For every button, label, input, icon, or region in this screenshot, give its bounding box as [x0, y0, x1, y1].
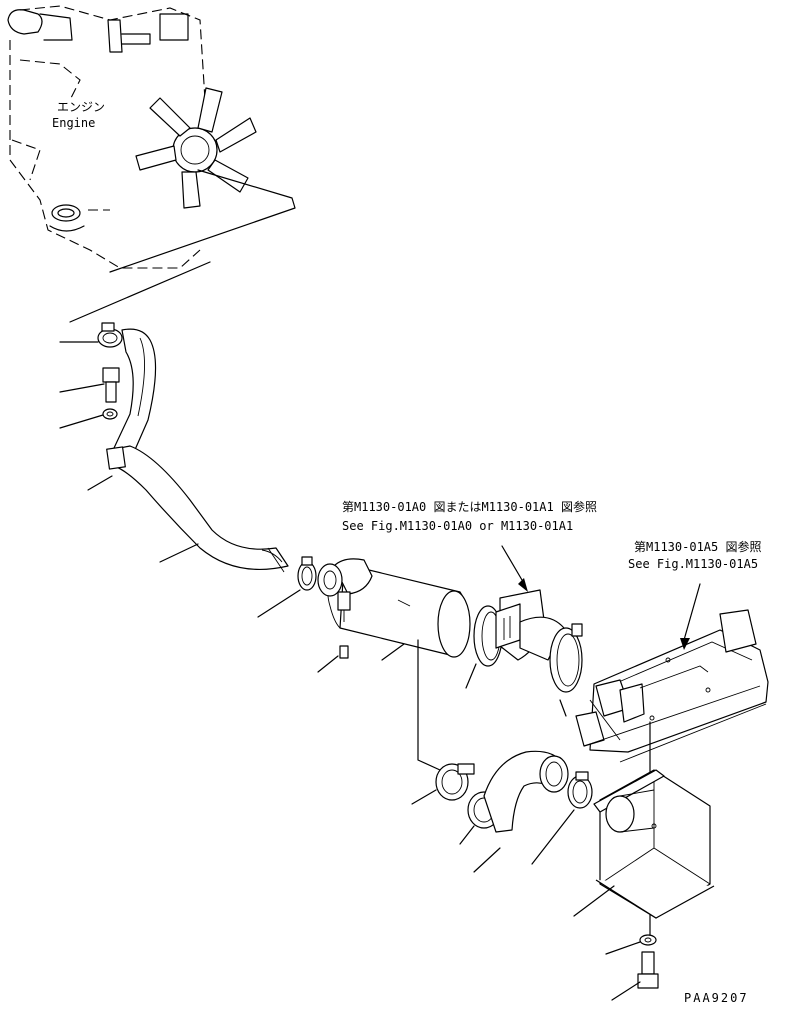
drawing-code: PAA9207: [684, 991, 749, 1005]
leader-air-cleaner: [381, 643, 405, 661]
leader-clamp-mid: [257, 589, 301, 618]
engine-outline: [109, 169, 296, 273]
drain-plug: [339, 645, 349, 659]
leader-intake-box: [573, 885, 615, 917]
hose-clamp-lower-left: [435, 763, 475, 801]
hose-clamp-upper: [97, 322, 123, 348]
leader-bolt-lower: [611, 981, 641, 1001]
leader-clamp-lower-mid: [459, 825, 475, 845]
precleaner-bracket: [495, 589, 565, 661]
washer-upper: [102, 408, 118, 420]
leader-pipe: [159, 543, 199, 563]
ref1-arrow-line: [501, 545, 523, 581]
leader-air-cleaner-down: [417, 639, 441, 771]
fan-icon: [135, 87, 257, 209]
ref1-label-en: See Fig.M1130-01A0 or M1130-01A1: [342, 519, 573, 533]
ref1-arrowhead: [518, 578, 528, 592]
engine-phantom: [7, 5, 257, 269]
leader-clamp-lower-right: [531, 809, 575, 865]
lower-elbow-hose: [483, 750, 569, 833]
ref2-label-jp: 第M1130-01A5 図参照: [634, 539, 761, 554]
intake-box: [593, 769, 715, 919]
bolt-upper: [102, 367, 120, 403]
leader-drain: [317, 655, 339, 673]
outlet-band-clamp: [549, 623, 583, 693]
air-cleaner: [317, 558, 471, 658]
ref2-arrowhead: [680, 638, 690, 650]
ref2-arrow-line: [683, 583, 701, 641]
ref2-label-en: See Fig.M1130-01A5: [628, 557, 758, 571]
leader-pipe-clamp: [87, 475, 113, 491]
intake-pipe: [109, 445, 289, 571]
leader-bolt-upper: [59, 383, 105, 393]
bolt-lower: [637, 951, 659, 989]
ref1-label-jp: 第M1130-01A0 図またはM1130-01A1 図参照: [342, 499, 597, 514]
engine-link-line: [69, 261, 211, 323]
hose-clamp-lower-right: [567, 771, 593, 809]
frame: [575, 609, 769, 763]
washer-lower: [639, 934, 657, 946]
leader-washer-lower: [605, 941, 641, 955]
engine-label-jp: エンジン: [57, 100, 105, 114]
leader-inlet-clamp: [465, 663, 477, 689]
engine-label-en: Engine: [52, 116, 95, 130]
hose-clamp-mid: [297, 556, 317, 591]
leader-outlet-clamp: [559, 699, 567, 717]
leader-clamp-lower-left: [411, 789, 437, 805]
leader-washer-upper: [59, 414, 104, 429]
elbow-hose: [113, 328, 157, 453]
leader-lower-hose: [473, 847, 501, 873]
